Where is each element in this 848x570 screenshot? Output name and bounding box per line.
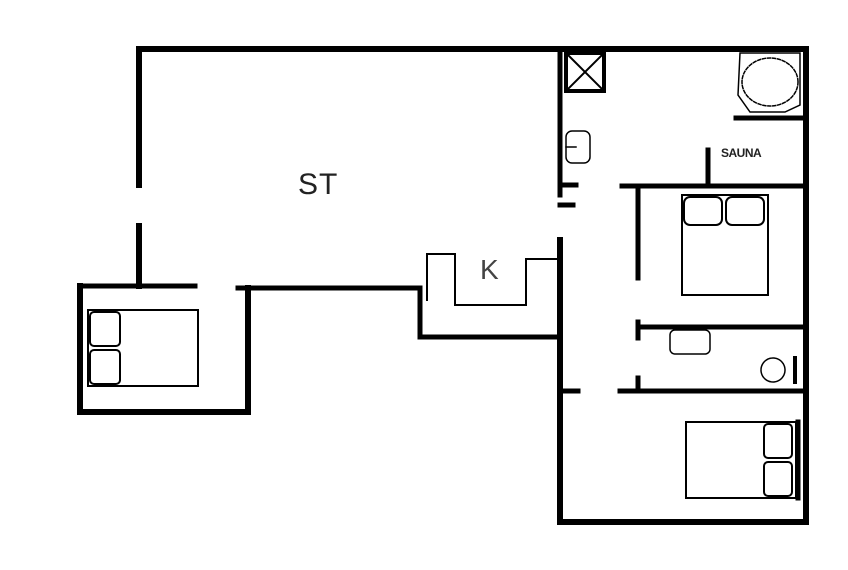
interior-walls [77, 46, 809, 394]
room-label-sauna: SAUNA [721, 146, 762, 160]
bathtub [737, 52, 801, 113]
bed-east-lower [685, 419, 801, 501]
exterior-walls [77, 46, 809, 525]
kitchen-counter [426, 253, 557, 306]
shower [564, 51, 606, 93]
room-label-kitchen: K [480, 254, 499, 285]
toilet-lower [760, 356, 797, 384]
toilet-upper [565, 130, 591, 164]
bed-east-upper [681, 194, 769, 296]
sink [669, 329, 711, 355]
room-label-living: ST [298, 168, 339, 201]
bed-west [87, 309, 199, 387]
